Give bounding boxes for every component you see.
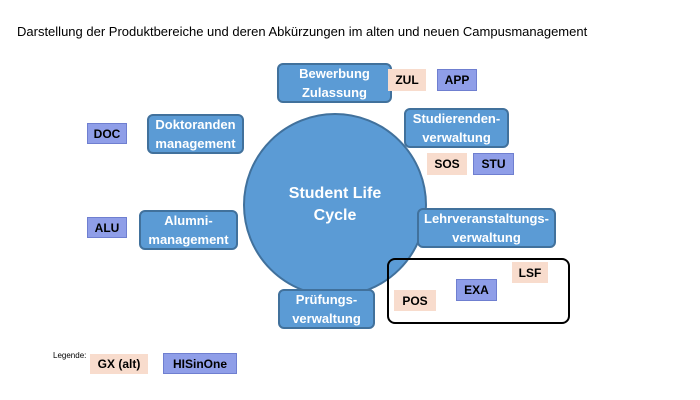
area-lehrveranstaltungsverwaltung: Lehrveranstaltungs- verwaltung xyxy=(417,208,556,248)
diagram-title: Darstellung der Produktbereiche und dere… xyxy=(17,24,588,39)
legend-gx: GX (alt) xyxy=(90,354,148,374)
area-alumnimanagement: Alumni- management xyxy=(139,210,238,250)
tag-stu: STU xyxy=(473,153,514,175)
tag-alu: ALU xyxy=(87,217,127,238)
area-doktorandenmanagement: Doktoranden management xyxy=(147,114,244,154)
area-studierendenverwaltung: Studierenden- verwaltung xyxy=(404,108,509,148)
tag-sos: SOS xyxy=(427,153,467,175)
tag-lsf: LSF xyxy=(512,262,548,283)
legend-label: Legende: xyxy=(53,351,87,360)
tag-exa: EXA xyxy=(456,279,497,301)
pruefung-tags-group xyxy=(387,258,570,324)
area-pruefungsverwaltung: Prüfungs- verwaltung xyxy=(278,289,375,329)
tag-zul: ZUL xyxy=(388,69,426,91)
tag-doc: DOC xyxy=(87,123,127,144)
tag-app: APP xyxy=(437,69,477,91)
student-life-cycle-circle: Student Life Cycle xyxy=(243,113,427,297)
area-bewerbung-zulassung: Bewerbung Zulassung xyxy=(277,63,392,103)
tag-pos: POS xyxy=(394,290,436,311)
legend-hisinone: HISinOne xyxy=(163,353,237,374)
